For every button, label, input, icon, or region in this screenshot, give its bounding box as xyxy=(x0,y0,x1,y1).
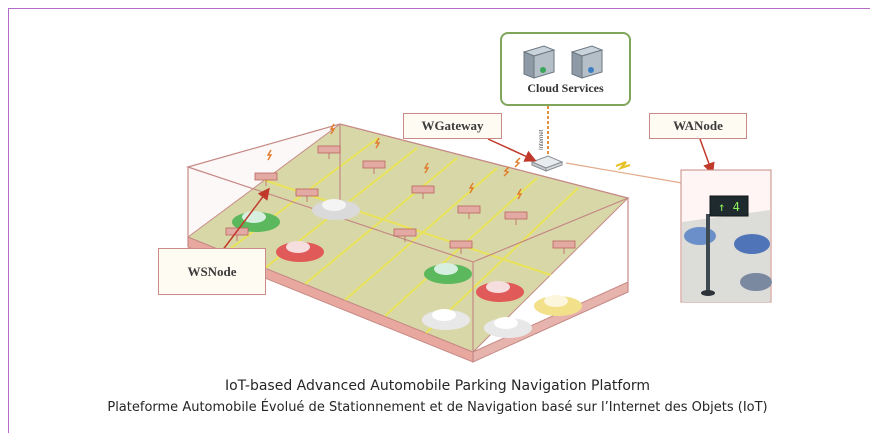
figure-frame xyxy=(8,8,870,433)
caption-french: Plateforme Automobile Évolué de Stationn… xyxy=(107,400,768,415)
sensor-node-icon xyxy=(295,188,319,202)
sensor-node-icon xyxy=(457,205,481,219)
cloud-services-label: Cloud Services xyxy=(527,81,604,95)
sensor-node-icon xyxy=(449,240,473,254)
parking-sign-text: ↑ 4 xyxy=(718,200,740,214)
parking-diagram: Internet ↑ 4 xyxy=(185,106,772,363)
sensor-node-icon xyxy=(317,145,341,159)
car-icon xyxy=(312,199,360,220)
sensor-node-icon xyxy=(254,172,278,186)
car-icon xyxy=(276,241,324,262)
wanode-tag: WANode xyxy=(649,113,747,139)
wsnode-arrow xyxy=(221,187,270,252)
car-icon xyxy=(422,309,470,330)
gateway-wanode-link xyxy=(565,162,683,184)
caption-english: IoT-based Advanced Automobile Parking Na… xyxy=(224,378,651,394)
server-icon xyxy=(522,45,556,79)
sensor-node-icon xyxy=(504,211,528,225)
car-icon xyxy=(534,295,582,316)
cloud-services-box: Cloud Services xyxy=(500,32,631,106)
sensor-nodes xyxy=(225,145,576,254)
cloud-servers xyxy=(522,45,604,79)
car-icon xyxy=(232,211,280,232)
car-icon xyxy=(476,281,524,302)
wifi-router-icon xyxy=(530,155,564,172)
lightning-icon xyxy=(615,160,631,171)
car-icon xyxy=(424,263,472,284)
parking-sign-icon: ↑ 4 xyxy=(709,195,749,217)
sensor-node-icon xyxy=(411,185,435,199)
wgateway-arrow xyxy=(487,138,537,162)
wanode-arrow xyxy=(699,138,715,175)
wanode-panel: ↑ 4 xyxy=(680,169,772,303)
wsnode-tag: WSNode xyxy=(158,248,266,295)
sensor-node-icon xyxy=(362,160,386,174)
wgateway-tag: WGateway xyxy=(403,113,502,139)
server-icon xyxy=(570,45,604,79)
internet-label: Internet xyxy=(539,129,545,150)
sensor-node-icon xyxy=(552,240,576,254)
car-icon xyxy=(484,317,532,338)
parked-cars xyxy=(232,199,582,338)
sensor-node-icon xyxy=(393,228,417,242)
